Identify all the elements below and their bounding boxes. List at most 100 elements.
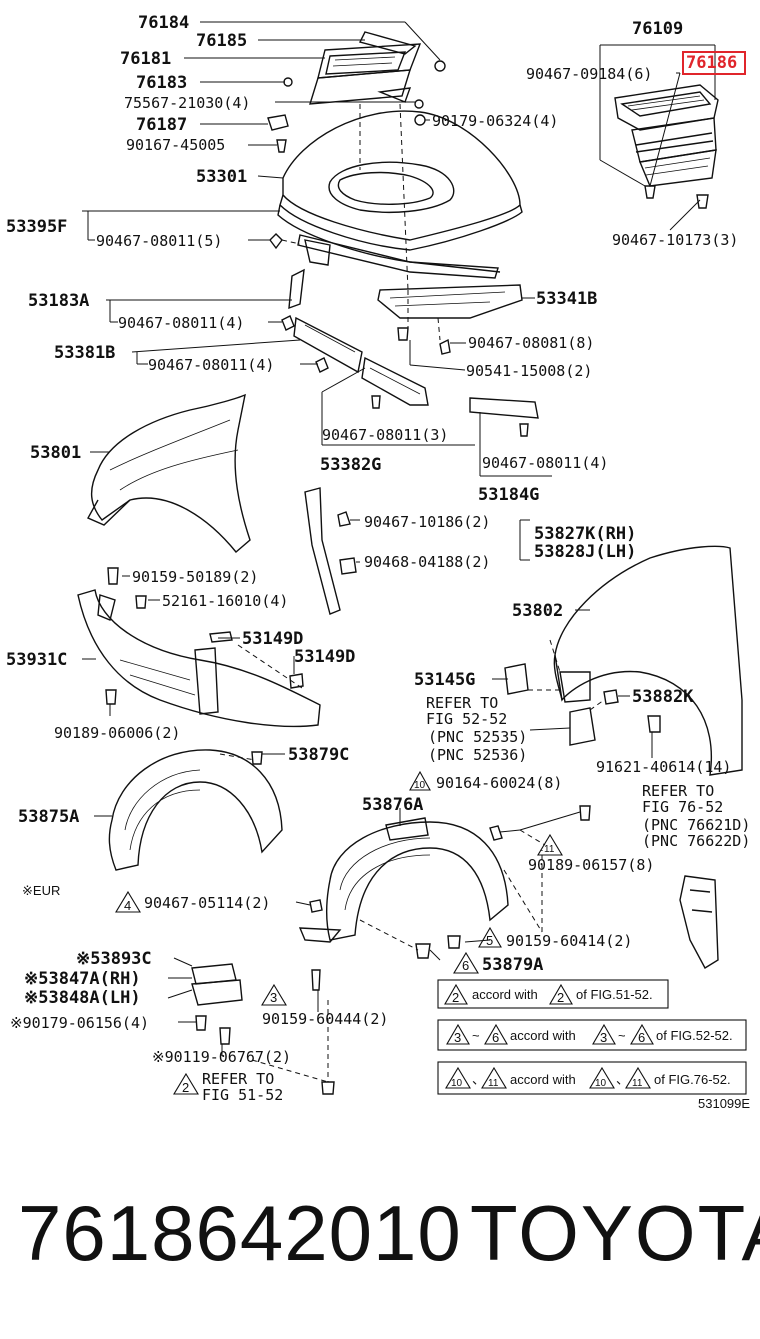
legend-1-tail: of FIG.51-52.: [576, 987, 653, 1002]
legend: 2 accord with 2 of FIG.51-52. 3 ~ 6 acco…: [437, 979, 747, 1095]
legend-3-sep2: 、: [616, 1072, 629, 1087]
marker-11: 11: [544, 844, 555, 855]
label-76187: 76187: [136, 115, 187, 135]
triangle-marker-icon: [446, 1023, 470, 1045]
label-90467-09184: 90467-09184(6): [526, 65, 652, 83]
label-90159-60444: 90159-60444(2): [262, 1010, 388, 1028]
label-fig-76-52: FIG 76-52: [642, 798, 723, 816]
label-53184g: 53184G: [478, 485, 539, 505]
label-90167-45005: 90167-45005: [126, 136, 225, 154]
label-53827k: 53827K(RH): [534, 524, 636, 544]
label-53145g: 53145G: [414, 670, 475, 690]
label-53848a: ※53848A(LH): [24, 988, 141, 1008]
label-90467-08011-4a: 90467-08011(4): [118, 314, 244, 332]
label-pnc-76621d: (PNC 76621D): [642, 816, 750, 834]
label-90467-08011-4c: 90467-08011(4): [482, 454, 608, 472]
label-53149d-b: 53149D: [294, 647, 355, 667]
triangle-markers: 10 11 4 5 6 3 2: [115, 770, 563, 1095]
label-76185: 76185: [196, 31, 247, 51]
legend-row-3: [437, 1061, 747, 1095]
label-90467-08011-5: 90467-08011(5): [96, 232, 222, 250]
label-53183a: 53183A: [28, 291, 89, 311]
triangle-marker-icon: [589, 1066, 615, 1089]
triangle-marker-icon: [453, 951, 479, 974]
legend-row-1: [437, 979, 669, 1009]
label-pnc-76622d: (PNC 76622D): [642, 832, 750, 850]
label-53931c: 53931C: [6, 650, 67, 670]
label-76184: 76184: [138, 13, 189, 33]
label-53828j: 53828J(LH): [534, 542, 636, 562]
label-90467-08011-3: 90467-08011(3): [322, 426, 448, 444]
triangle-marker-icon: [592, 1023, 616, 1045]
triangle-marker-icon: [173, 1072, 199, 1095]
label-diagram-code: 531099E: [698, 1096, 750, 1111]
label-76183: 76183: [136, 73, 187, 93]
label-90467-08011-4b: 90467-08011(4): [148, 356, 274, 374]
legend-3-mark-b: 11: [488, 1078, 499, 1089]
triangle-marker-icon: [625, 1066, 651, 1089]
part-labels: 76184 76185 76181 76183 75567-21030(4) 7…: [6, 13, 750, 1111]
footer-part-number: 7618642010: [18, 1189, 462, 1277]
label-90467-05114: 90467-05114(2): [144, 894, 270, 912]
label-fig-52-52: FIG 52-52: [426, 710, 507, 728]
label-90179-06324: 90179-06324(4): [432, 112, 558, 130]
label-53879a: 53879A: [482, 955, 543, 975]
legend-2-tail: of FIG.52-52.: [656, 1028, 733, 1043]
label-90541-15008: 90541-15008(2): [466, 362, 592, 380]
label-53801: 53801: [30, 443, 81, 463]
bumper-absorber: [77, 567, 321, 728]
marker-10: 10: [414, 780, 426, 791]
marker-3: 3: [270, 990, 277, 1005]
fender-liner-left: [108, 749, 283, 871]
hood-panel: [277, 110, 523, 279]
intake-duct: [614, 84, 719, 209]
highlight-box-76186: [682, 51, 746, 75]
marker-5: 5: [486, 933, 493, 948]
legend-3-mark2-b: 11: [632, 1078, 643, 1089]
label-91621-40614: 91621-40614(14): [596, 758, 731, 776]
label-90468-04188: 90468-04188(2): [364, 553, 490, 571]
label-90189-06006: 90189-06006(2): [54, 724, 180, 742]
leader-lines: [82, 21, 716, 1056]
label-53395f: 53395F: [6, 217, 67, 237]
label-90189-06157: 90189-06157(8): [528, 856, 654, 874]
label-52161-16010: 52161-16010(4): [162, 592, 288, 610]
label-53301: 53301: [196, 167, 247, 187]
label-53876a: 53876A: [362, 795, 423, 815]
triangle-marker-icon: [261, 983, 287, 1006]
label-90159-60414: 90159-60414(2): [506, 932, 632, 950]
label-53893c: ※53893C: [76, 949, 152, 969]
label-eur: ※EUR: [22, 883, 60, 898]
label-53382g: 53382G: [320, 455, 381, 475]
triangle-marker-icon: [484, 1023, 508, 1045]
label-refer-to-3: REFER TO: [202, 1070, 274, 1088]
triangle-marker-icon: [445, 1066, 471, 1089]
triangle-marker-icon: [630, 1023, 654, 1045]
label-53847a: ※53847A(RH): [24, 969, 141, 989]
triangle-marker-icon: [115, 890, 141, 913]
label-pnc-52535: (PNC 52535): [428, 728, 527, 746]
label-90467-08081: 90467-08081(8): [468, 334, 594, 352]
label-53381b: 53381B: [54, 343, 115, 363]
fender-liner-right: [298, 805, 591, 991]
legend-2-sep: ~: [472, 1028, 480, 1043]
legend-2-mark2: 3: [600, 1030, 607, 1045]
hood-scoop-parts: [267, 31, 446, 153]
label-75567-21030: 75567-21030(4): [124, 94, 250, 112]
dashed-lines: [219, 103, 605, 1083]
legend-row-2: [437, 1019, 747, 1051]
legend-2-mark2-b: 6: [638, 1030, 645, 1045]
label-90179-06156: ※90179-06156(4): [10, 1014, 149, 1032]
fender-seal: [304, 487, 357, 615]
triangle-marker-icon: [409, 770, 431, 791]
label-90119-06767: ※90119-06767(2): [152, 1048, 291, 1066]
label-53879c: 53879C: [288, 745, 349, 765]
legend-2-mark-b: 6: [492, 1030, 499, 1045]
legend-1-mark: 2: [452, 990, 459, 1005]
fender-right: [504, 545, 743, 776]
label-53802: 53802: [512, 601, 563, 621]
label-53149d-a: 53149D: [242, 629, 303, 649]
marker-6: 6: [462, 958, 469, 973]
label-refer-to-2: REFER TO: [642, 782, 714, 800]
